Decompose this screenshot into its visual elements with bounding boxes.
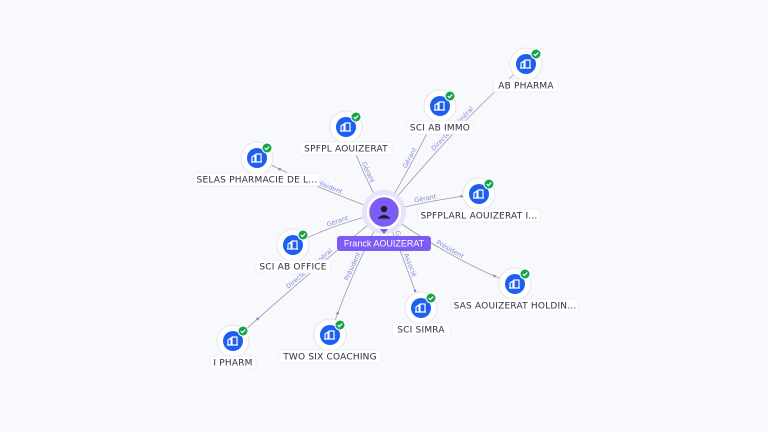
company-node-sas-aouizerat-holding[interactable]: SAS AOUIZERAT HOLDIN...: [451, 267, 579, 313]
nodes-layer: AB PHARMA SCI AB IMMO SPFPL AOUIZERAT SELAS…: [193, 47, 579, 370]
verified-check-icon: [237, 325, 249, 337]
verified-check-icon: [519, 268, 531, 280]
building-glyph: [520, 59, 531, 69]
edge-arrow-sci-simra: [413, 289, 417, 293]
check-glyph: [337, 323, 343, 328]
building-icon: [247, 148, 267, 168]
node-label-box: [451, 298, 579, 313]
check-glyph: [264, 146, 270, 151]
verified-check-icon: [350, 111, 362, 123]
edge-i-pharm: [232, 211, 385, 342]
node-label-box: [255, 259, 331, 274]
person-head: [380, 205, 388, 213]
node-label: SCI SIMRA: [397, 326, 445, 336]
building-icon: [430, 96, 450, 116]
check-glyph: [486, 182, 492, 187]
edge-label-sas-aouizerat-holding: Président: [435, 238, 466, 260]
company-node-ab-pharma[interactable]: AB PHARMA: [493, 47, 559, 93]
edge-arrow-spfplarl-aouizerat: [460, 195, 463, 198]
verified-check-icon: [530, 48, 542, 60]
building-glyph: [287, 240, 298, 250]
node-label-box: [209, 355, 257, 370]
building-glyph: [340, 122, 351, 132]
node-label: SELAS PHARMACIE DE L...: [197, 176, 318, 186]
check-glyph: [240, 329, 246, 334]
node-label: SAS AOUIZERAT HOLDIN...: [454, 302, 577, 312]
building-glyph: [415, 303, 426, 313]
node-label: SPFPL AOUIZERAT: [304, 145, 388, 155]
company-node-spfplarl-aouizerat[interactable]: SPFPLARL AOUIZERAT I...: [417, 177, 541, 223]
building-icon: [411, 298, 431, 318]
verified-check-icon: [444, 90, 456, 102]
edge-arrow-sas-aouizerat-holding: [493, 274, 496, 278]
company-node-sci-ab-office[interactable]: SCI AB OFFICE: [255, 228, 331, 274]
company-node-two-six-coaching[interactable]: TWO SIX COACHING: [278, 318, 382, 364]
verified-check-icon: [261, 142, 273, 154]
building-glyph: [227, 336, 238, 346]
node-label-box: [299, 141, 393, 156]
building-icon: [320, 325, 340, 345]
node-label: TWO SIX COACHING: [282, 353, 377, 363]
building-icon: [469, 184, 489, 204]
node-label-box: [493, 78, 559, 93]
building-glyph: [251, 153, 262, 163]
edge-arrow-selas-pharmacie: [278, 167, 282, 171]
building-icon: [336, 117, 356, 137]
company-node-selas-pharmacie[interactable]: SELAS PHARMACIE DE L...: [193, 141, 321, 187]
company-node-i-pharm[interactable]: I PHARM: [209, 324, 257, 370]
verified-check-icon: [297, 229, 309, 241]
center-node[interactable]: Franck AOUIZERAT: [337, 190, 431, 251]
edge-label-sci-ab-office: Gérant: [326, 214, 350, 229]
person-body: [377, 215, 391, 219]
edge-arrow-i-pharm: [256, 317, 259, 321]
node-label-box: [417, 208, 541, 223]
node-label-box: [406, 120, 474, 135]
check-glyph: [353, 115, 359, 120]
node-label: AB PHARMA: [498, 82, 554, 92]
check-glyph: [522, 272, 528, 277]
verified-check-icon: [334, 319, 346, 331]
node-label: SCI AB IMMO: [410, 124, 470, 134]
check-glyph: [300, 233, 306, 238]
company-node-sci-simra[interactable]: SCI SIMRA: [391, 291, 451, 337]
center-label: Franck AOUIZERAT: [344, 239, 425, 249]
center-pointer: [380, 229, 388, 234]
building-glyph: [473, 189, 484, 199]
building-icon: [505, 274, 525, 294]
verified-check-icon: [483, 178, 495, 190]
check-glyph: [447, 94, 453, 99]
check-glyph: [428, 296, 434, 301]
building-icon: [516, 54, 536, 74]
edge-label-sci-ab-immo: Gérant: [401, 146, 419, 170]
edge-label-spfpl-aouizerat: Gérant: [360, 161, 377, 185]
node-label: I PHARM: [213, 359, 252, 369]
company-node-spfpl-aouizerat[interactable]: SPFPL AOUIZERAT: [299, 110, 393, 156]
building-icon: [223, 331, 243, 351]
building-glyph: [509, 279, 520, 289]
check-glyph: [533, 52, 539, 57]
company-node-sci-ab-immo[interactable]: SCI AB IMMO: [406, 89, 474, 135]
node-label-box: [193, 172, 321, 187]
edge-arrow-two-six-coaching: [336, 312, 339, 315]
node-label-box: [278, 349, 382, 364]
node-label: SCI AB OFFICE: [259, 263, 326, 273]
verified-check-icon: [425, 292, 437, 304]
building-glyph: [324, 330, 335, 340]
node-label-box: [391, 322, 451, 337]
center-label-box: [337, 236, 431, 251]
building-icon: [283, 235, 303, 255]
building-glyph: [434, 101, 445, 111]
node-label: SPFPLARL AOUIZERAT I...: [421, 212, 538, 222]
